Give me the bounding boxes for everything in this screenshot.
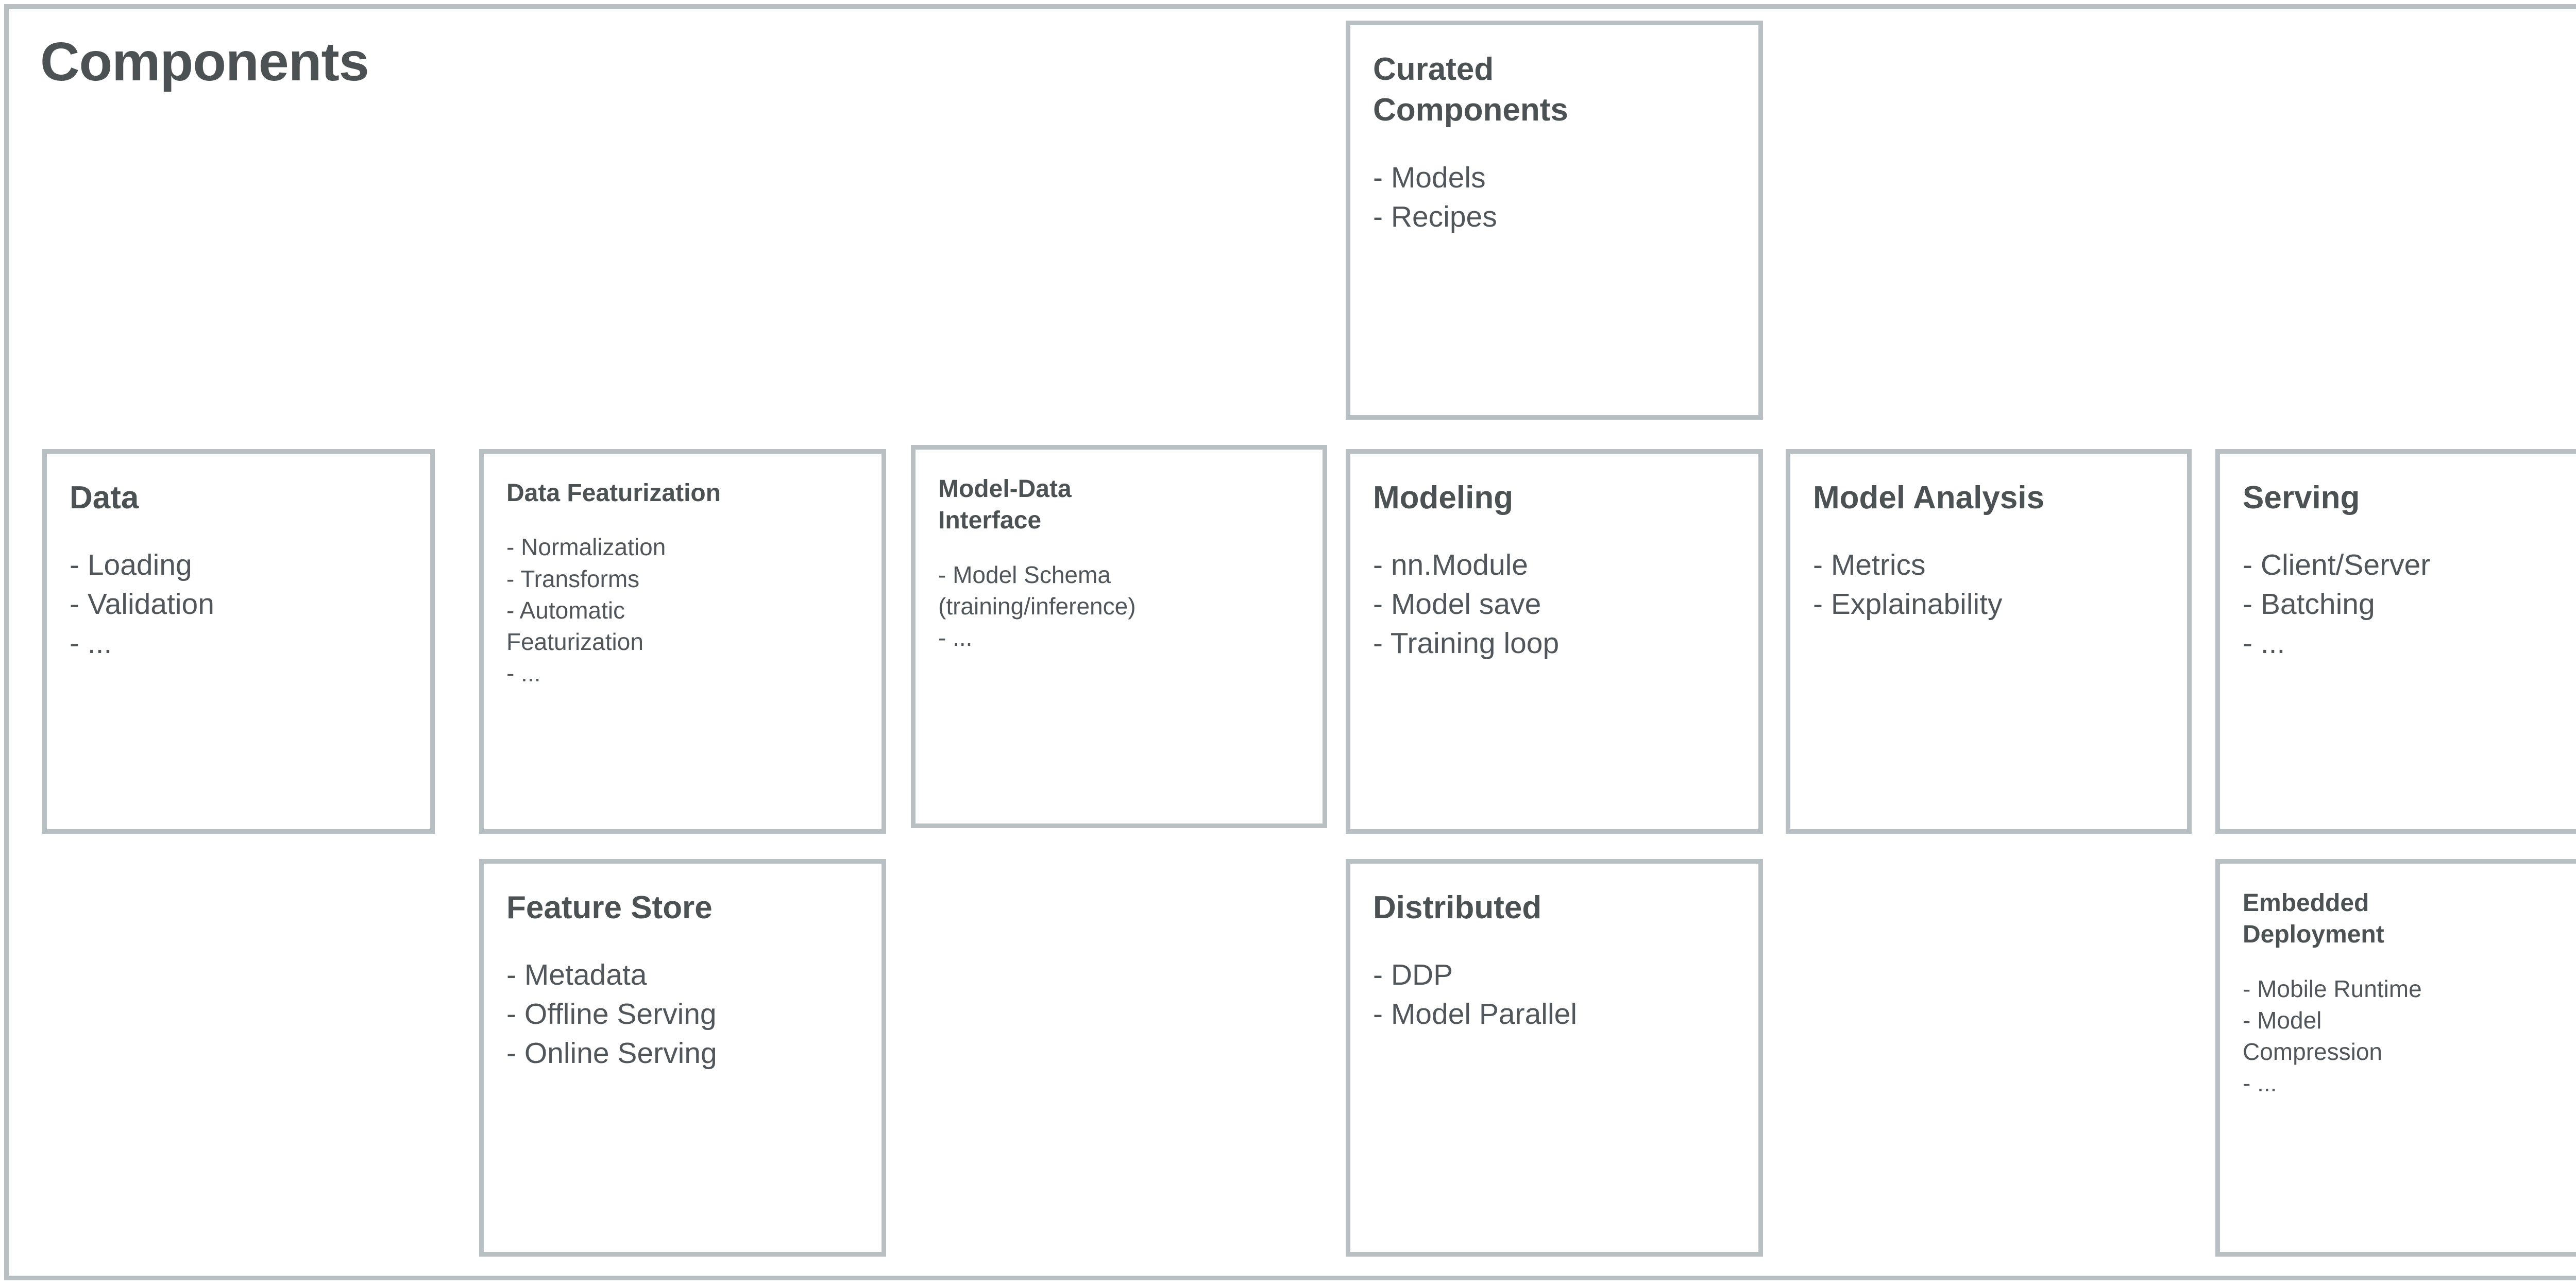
list-item: - Loading: [70, 548, 192, 582]
card-serving-body: Serving - Client/Server - Batching - ...: [2220, 454, 2576, 829]
card-feature-store-title: Feature Store: [506, 890, 713, 925]
card-data-title: Data: [70, 480, 139, 516]
page-title: Components: [40, 31, 369, 92]
list-item: - ...: [2243, 1070, 2277, 1097]
list-item: - ...: [70, 626, 112, 660]
list-item: - ...: [938, 624, 973, 651]
list-item: - Automatic Featurization: [506, 596, 643, 655]
list-item: - Batching: [2243, 588, 2375, 621]
card-curated-components-body: Curated Components - Models - Recipes: [1350, 25, 1758, 415]
card-feature-store-body: Feature Store - Metadata - Offline Servi…: [484, 864, 882, 1252]
list-item: - Transforms: [506, 565, 640, 592]
list-item: - Model Schema (training/inference): [938, 561, 1136, 620]
list-item: - Offline Serving: [506, 998, 717, 1031]
list-item: - ...: [506, 660, 541, 687]
list-item: - Metadata: [506, 958, 647, 992]
list-item: - Models: [1373, 161, 1486, 194]
list-item: - nn.Module: [1373, 548, 1529, 582]
list-item: - Normalization: [506, 534, 666, 561]
list-item: - Model Compression: [2243, 1007, 2382, 1066]
card-modeling[interactable]: Modeling - nn.Module - Model save - Trai…: [1346, 449, 1763, 834]
card-distributed-list: - DDP - Model Parallel: [1373, 956, 1738, 1034]
card-serving[interactable]: Serving - Client/Server - Batching - ...: [2215, 449, 2576, 834]
card-model-data-interface-list: - Model Schema (training/inference) - ..…: [938, 559, 1302, 654]
list-item: - Online Serving: [506, 1036, 717, 1070]
card-distributed-title: Distributed: [1373, 890, 1542, 925]
card-serving-title: Serving: [2243, 480, 2360, 516]
card-feature-store[interactable]: Feature Store - Metadata - Offline Servi…: [479, 859, 886, 1257]
card-serving-list: - Client/Server - Batching - ...: [2243, 546, 2576, 663]
card-model-analysis[interactable]: Model Analysis - Metrics - Explainabilit…: [1786, 449, 2192, 834]
list-item: - Model save: [1373, 588, 1541, 621]
card-embedded-deployment-list: - Mobile Runtime - Model Compression - .…: [2243, 973, 2576, 1100]
card-model-data-interface-title: Model-Data Interface: [938, 475, 1072, 535]
card-modeling-list: - nn.Module - Model save - Training loop: [1373, 546, 1738, 663]
list-item: - Explainability: [1813, 588, 2003, 621]
card-distributed[interactable]: Distributed - DDP - Model Parallel: [1346, 859, 1763, 1257]
list-item: - ...: [2243, 626, 2285, 660]
card-data-featurization[interactable]: Data Featurization - Normalization - Tra…: [479, 449, 886, 834]
card-distributed-body: Distributed - DDP - Model Parallel: [1350, 864, 1758, 1252]
list-item: - DDP: [1373, 958, 1453, 992]
card-feature-store-list: - Metadata - Offline Serving - Online Se…: [506, 956, 861, 1073]
card-model-analysis-list: - Metrics - Explainability: [1813, 546, 2166, 624]
card-curated-components-title: Curated Components: [1373, 52, 1568, 128]
card-modeling-title: Modeling: [1373, 480, 1514, 516]
card-modeling-body: Modeling - nn.Module - Model save - Trai…: [1350, 454, 1758, 829]
card-data[interactable]: Data - Loading - Validation - ...: [42, 449, 435, 834]
list-item: - Model Parallel: [1373, 998, 1577, 1031]
card-curated-components[interactable]: Curated Components - Models - Recipes: [1346, 21, 1763, 420]
list-item: - Validation: [70, 588, 214, 621]
card-model-analysis-body: Model Analysis - Metrics - Explainabilit…: [1790, 454, 2187, 829]
list-item: - Mobile Runtime: [2243, 975, 2422, 1002]
card-model-data-interface-body: Model-Data Interface - Model Schema (tra…: [916, 450, 1323, 823]
card-embedded-deployment-title: Embedded Deployment: [2243, 889, 2384, 949]
card-data-featurization-list: - Normalization - Transforms - Automatic…: [506, 531, 861, 689]
card-model-data-interface[interactable]: Model-Data Interface - Model Schema (tra…: [911, 445, 1327, 828]
card-model-analysis-title: Model Analysis: [1813, 480, 2045, 516]
list-item: - Training loop: [1373, 626, 1560, 660]
list-item: - Metrics: [1813, 548, 1926, 582]
card-data-body: Data - Loading - Validation - ...: [47, 454, 430, 829]
card-data-list: - Loading - Validation - ...: [70, 546, 410, 663]
list-item: - Client/Server: [2243, 548, 2431, 582]
card-embedded-deployment-body: Embedded Deployment - Mobile Runtime - M…: [2220, 864, 2576, 1252]
card-curated-components-list: - Models - Recipes: [1373, 159, 1738, 237]
card-data-featurization-body: Data Featurization - Normalization - Tra…: [484, 454, 882, 829]
card-data-featurization-title: Data Featurization: [506, 479, 721, 507]
list-item: - Recipes: [1373, 200, 1497, 233]
card-embedded-deployment[interactable]: Embedded Deployment - Mobile Runtime - M…: [2215, 859, 2576, 1257]
